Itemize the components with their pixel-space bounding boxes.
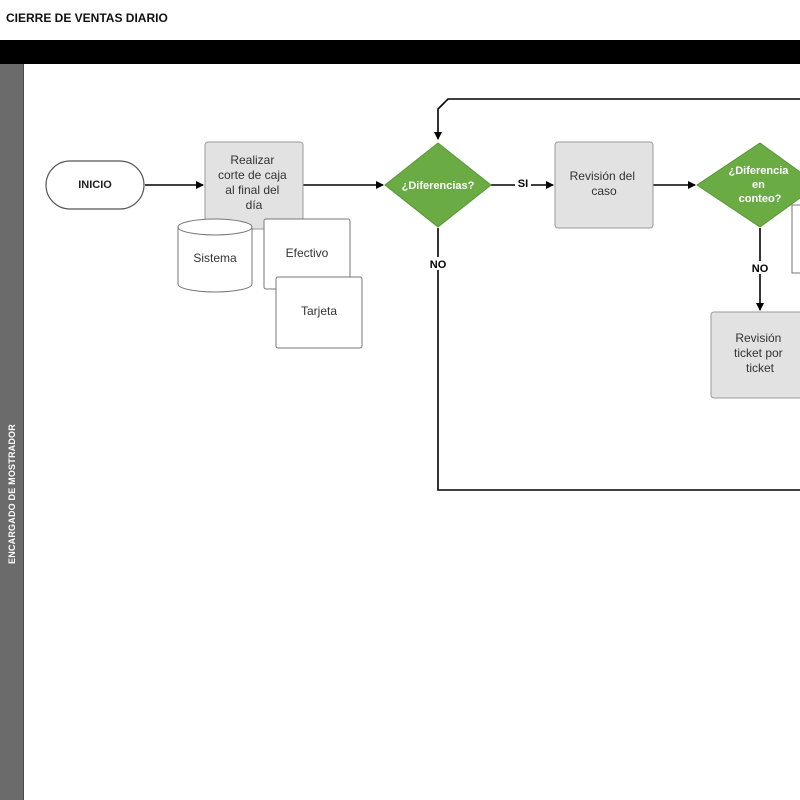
decision-diferencia-conteo: ¿Diferencia en conteo? — [696, 142, 800, 228]
decision-diferencias-label: ¿Diferencias? — [402, 180, 475, 192]
process-realizar-corte-label: Realizar corte de caja al final del día — [218, 153, 290, 212]
decision-diferencias: ¿Diferencias? — [384, 142, 492, 228]
document-efectivo-label: Efectivo — [286, 246, 329, 260]
start-node-label: INICIO — [78, 179, 112, 191]
edge-label-no-diferencias: NO — [430, 259, 447, 271]
partial-node-right-edge — [791, 204, 800, 274]
document-tarjeta-label: Tarjeta — [301, 304, 337, 318]
process-realizar-corte: Realizar corte de caja al final del día — [204, 141, 304, 230]
database-sistema: Sistema — [177, 218, 253, 293]
edge-label-si: SI — [518, 178, 528, 190]
swimlane-top-bar — [0, 40, 800, 64]
edge-label-no-conteo: NO — [752, 263, 769, 275]
edge-diferencias-no-loop — [437, 228, 800, 491]
start-node: INICIO — [45, 160, 145, 210]
connectors — [145, 98, 800, 491]
process-revision-caso: Revisión del caso — [554, 141, 654, 229]
document-tarjeta: Tarjeta — [275, 276, 363, 349]
swimlane-header: ENCARGADO DE MOSTRADOR — [0, 64, 24, 800]
edge-return-loop — [434, 98, 800, 140]
decision-diferencia-conteo-label: ¿Diferencia en conteo? — [729, 165, 792, 205]
database-sistema-label: Sistema — [193, 251, 237, 265]
process-revision-ticket-label: Revisión ticket por ticket — [734, 331, 786, 375]
process-revision-ticket: Revisión ticket por ticket — [710, 311, 800, 399]
process-revision-caso-label: Revisión del caso — [570, 169, 639, 198]
diagram-title: CIERRE DE VENTAS DIARIO — [6, 11, 168, 25]
